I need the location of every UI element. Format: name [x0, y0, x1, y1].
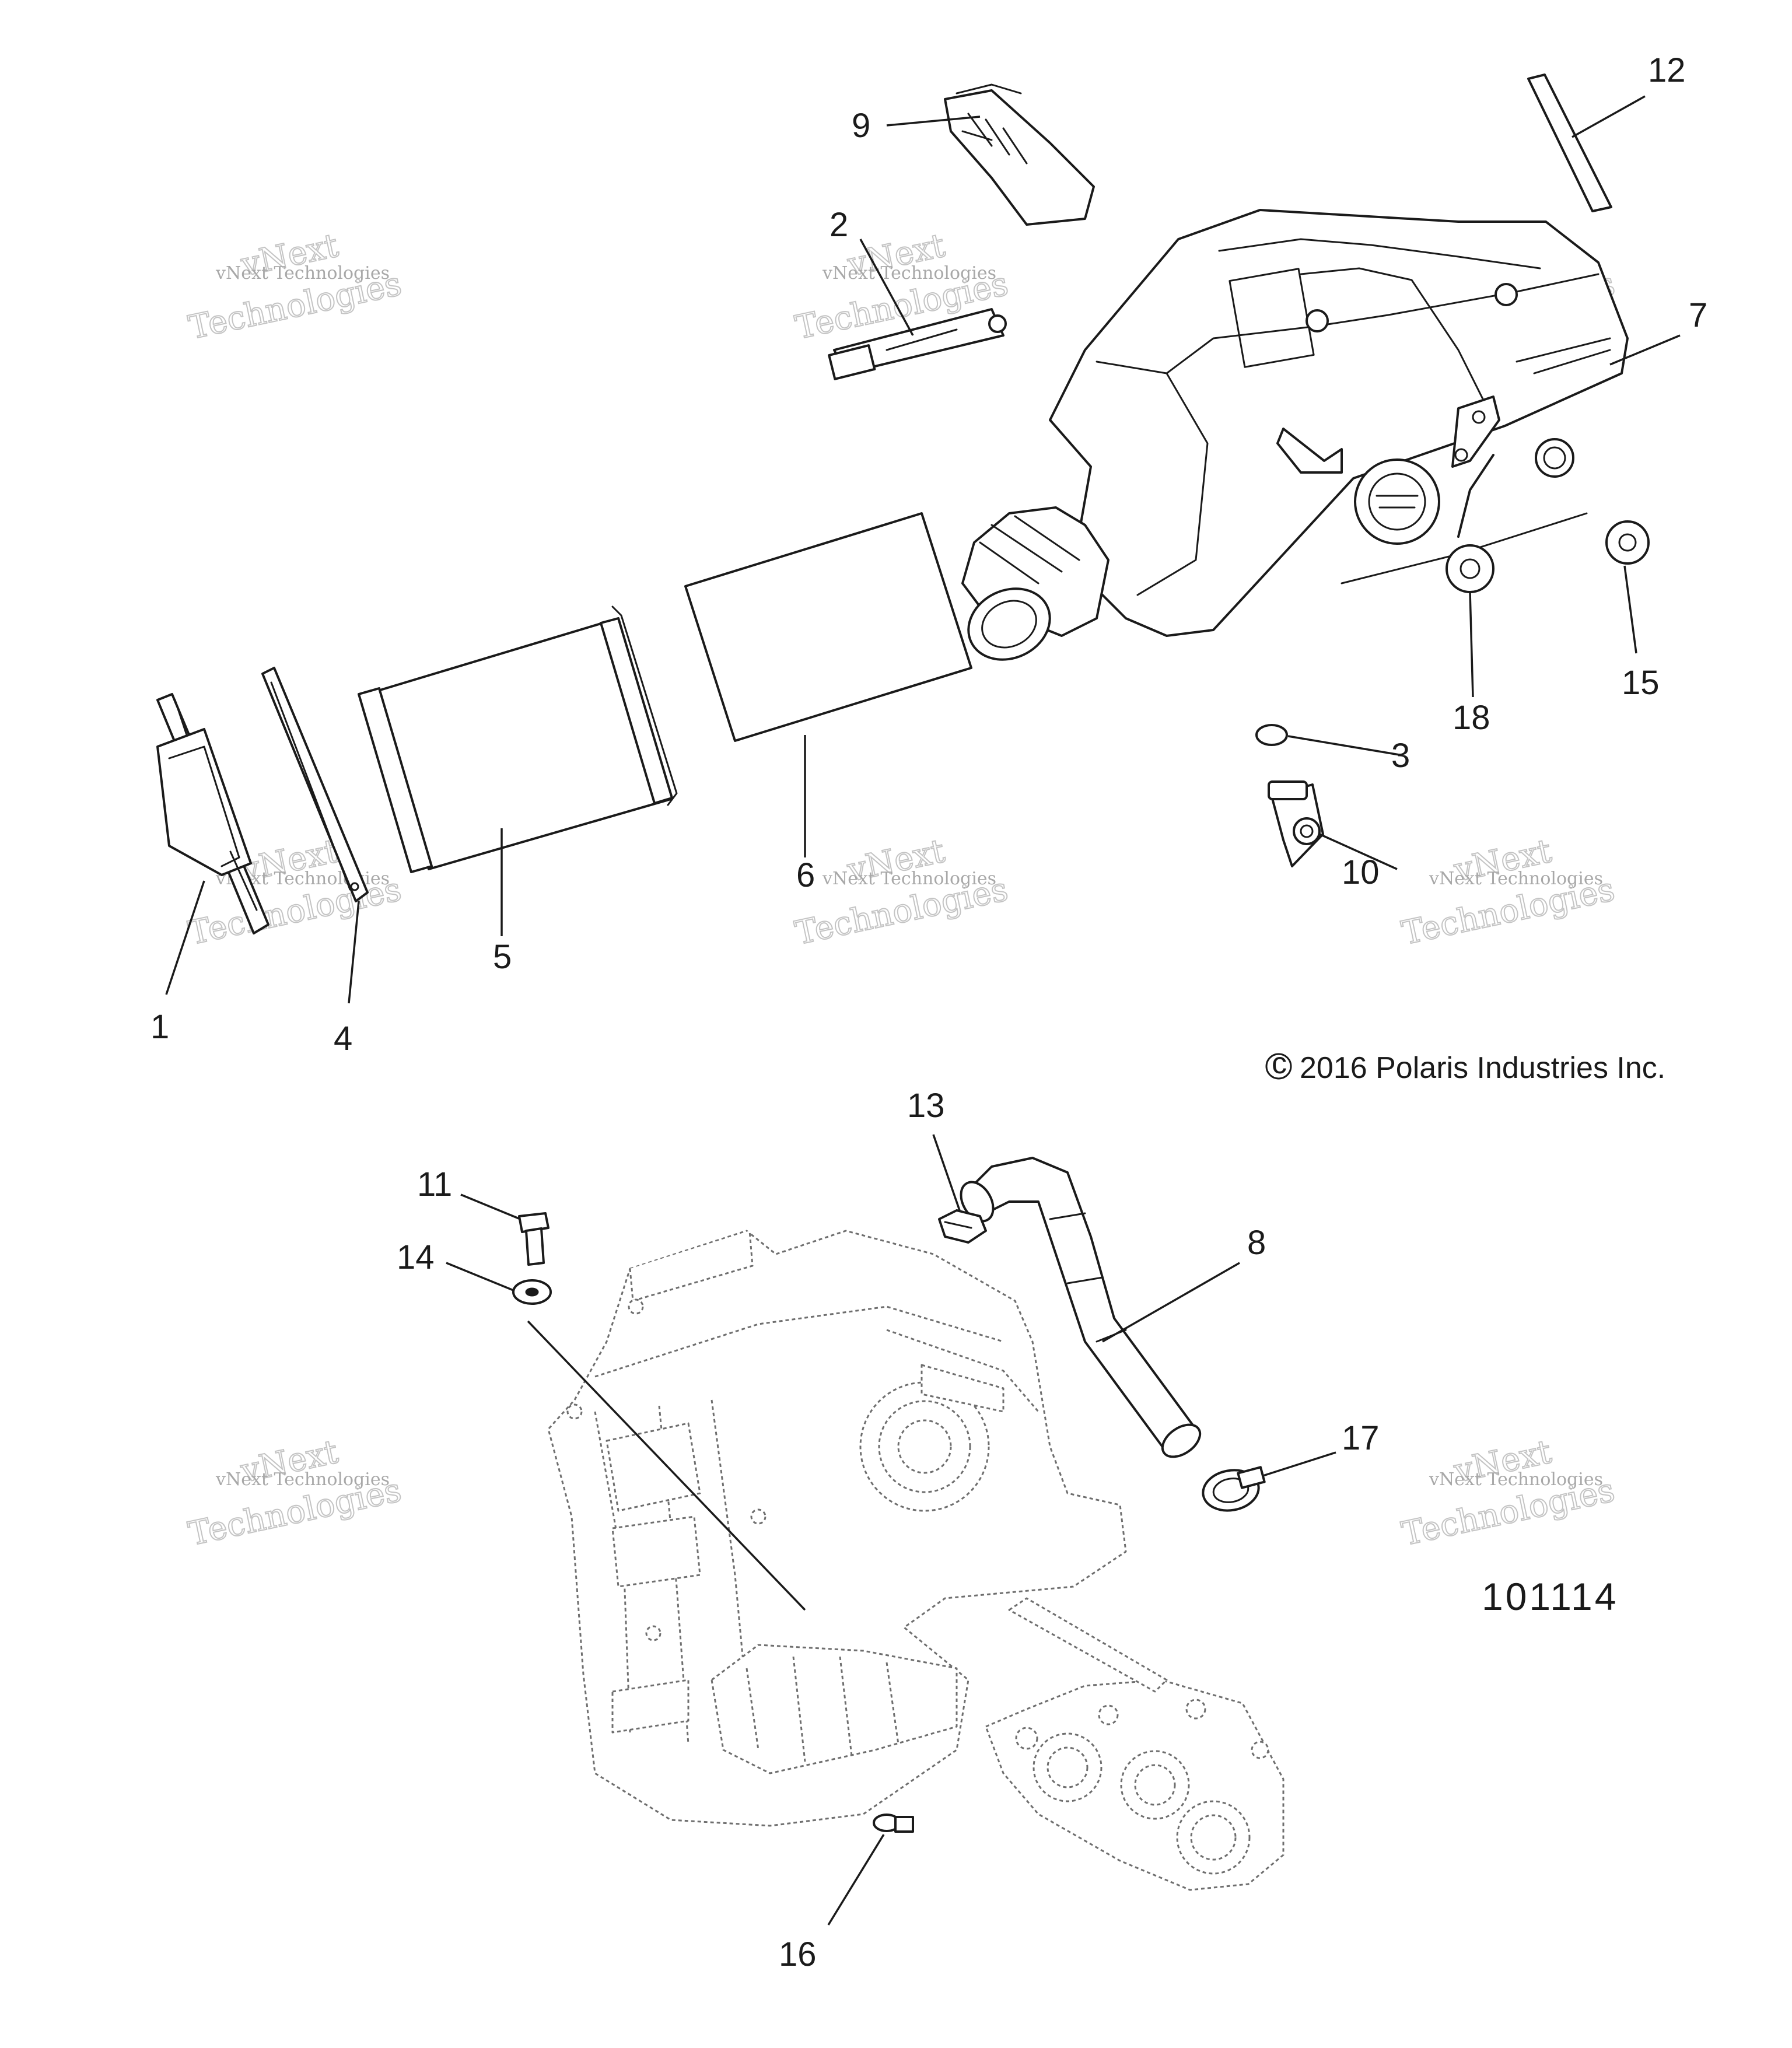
callout-3: 3 — [1391, 737, 1410, 775]
leader-9 — [886, 115, 981, 127]
engine-housing-ghost — [547, 1230, 1127, 1827]
callout-17: 17 — [1342, 1419, 1380, 1457]
leader-3 — [1287, 735, 1404, 757]
leader-11 — [460, 1193, 521, 1220]
callout-1: 1 — [150, 1008, 169, 1046]
watermark-top-left: vNext vNext Technologies Technologies — [185, 226, 405, 348]
leader-4 — [348, 901, 360, 1004]
callout-16: 16 — [779, 1935, 817, 1973]
leader-7 — [1609, 334, 1681, 366]
callout-10: 10 — [1342, 853, 1380, 891]
part-14-washer — [512, 1279, 552, 1305]
leader-1 — [165, 880, 205, 995]
callout-8: 8 — [1247, 1224, 1266, 1262]
watermark-company: vNext Technologies — [215, 263, 390, 283]
watermark-mid-middle: vNext vNext Technologies Technologies — [792, 831, 1012, 953]
watermark-low-left: vNext vNext Technologies Technologies — [185, 1432, 405, 1554]
watermark-company: vNext Technologies — [1429, 869, 1603, 889]
callout-12: 12 — [1648, 51, 1686, 89]
part-12-bar — [1527, 73, 1612, 212]
part-13-clamp — [938, 1209, 987, 1244]
part-7-airbox — [961, 209, 1629, 661]
leader-lines — [165, 95, 1681, 1926]
part-6-filter-sheet — [684, 512, 972, 742]
part-4-gasket — [261, 667, 369, 902]
part-5-cylinder-filter — [358, 605, 678, 873]
leader-16 — [827, 1834, 885, 1926]
leader-13 — [932, 1134, 961, 1211]
callout-2: 2 — [830, 206, 848, 244]
callout-4: 4 — [334, 1020, 352, 1058]
watermark-company: vNext Technologies — [822, 869, 996, 889]
watermark-company: vNext Technologies — [822, 263, 996, 283]
watermark-company: vNext Technologies — [215, 1469, 390, 1490]
part-10-drain-valve — [1268, 780, 1324, 867]
watermark-mid-right: vNext vNext Technologies Technologies — [1398, 831, 1619, 953]
leader-12 — [1572, 95, 1646, 138]
part-15-grommet — [1605, 520, 1650, 565]
callout-5: 5 — [493, 938, 512, 976]
callout-6: 6 — [796, 856, 815, 894]
callout-labels: 9 2 12 7 18 15 3 10 6 5 4 1 13 8 17 11 1… — [150, 51, 1707, 1973]
copyright-circle — [1265, 1053, 1292, 1080]
throttle-body-ghost — [985, 1597, 1284, 1891]
leader-2 — [859, 239, 914, 336]
copyright-notice: © 2016 Polaris Industries Inc. c — [1265, 1046, 1665, 1085]
leader-8 — [1102, 1262, 1240, 1343]
callout-15: 15 — [1622, 664, 1660, 702]
callout-7: 7 — [1689, 296, 1707, 334]
copyright-text: 2016 Polaris Industries Inc. — [1300, 1051, 1665, 1085]
leader-18 — [1469, 591, 1474, 698]
part-17-clamp — [1202, 1466, 1266, 1512]
copyright-c-glyph: c — [1272, 1046, 1287, 1080]
callout-11: 11 — [417, 1165, 452, 1203]
callout-14: 14 — [397, 1238, 435, 1276]
leader-14 — [446, 1262, 514, 1291]
watermark-low-right: vNext vNext Technologies Technologies — [1398, 1432, 1619, 1554]
callout-13: 13 — [907, 1087, 945, 1125]
part-2-strap — [828, 308, 1007, 380]
part-3-o-ring — [1255, 724, 1288, 746]
leader-17 — [1262, 1451, 1336, 1477]
watermark-top-middle: vNext vNext Technologies Technologies — [792, 226, 1012, 348]
callout-9: 9 — [852, 107, 870, 145]
part-1-end-cover — [156, 693, 270, 934]
callout-18: 18 — [1452, 699, 1490, 737]
figure-number: 101114 — [1482, 1575, 1618, 1618]
leader-15 — [1623, 565, 1637, 654]
part-16-screw — [873, 1814, 914, 1833]
watermark-company: vNext Technologies — [1429, 1469, 1603, 1490]
part-18-grommet — [1446, 544, 1494, 593]
part-9-cover — [944, 83, 1095, 226]
part-8-hose — [960, 1157, 1202, 1458]
leader-14-ghost — [527, 1320, 806, 1611]
part-11-bolt — [518, 1212, 550, 1266]
leader-10 — [1319, 833, 1398, 870]
